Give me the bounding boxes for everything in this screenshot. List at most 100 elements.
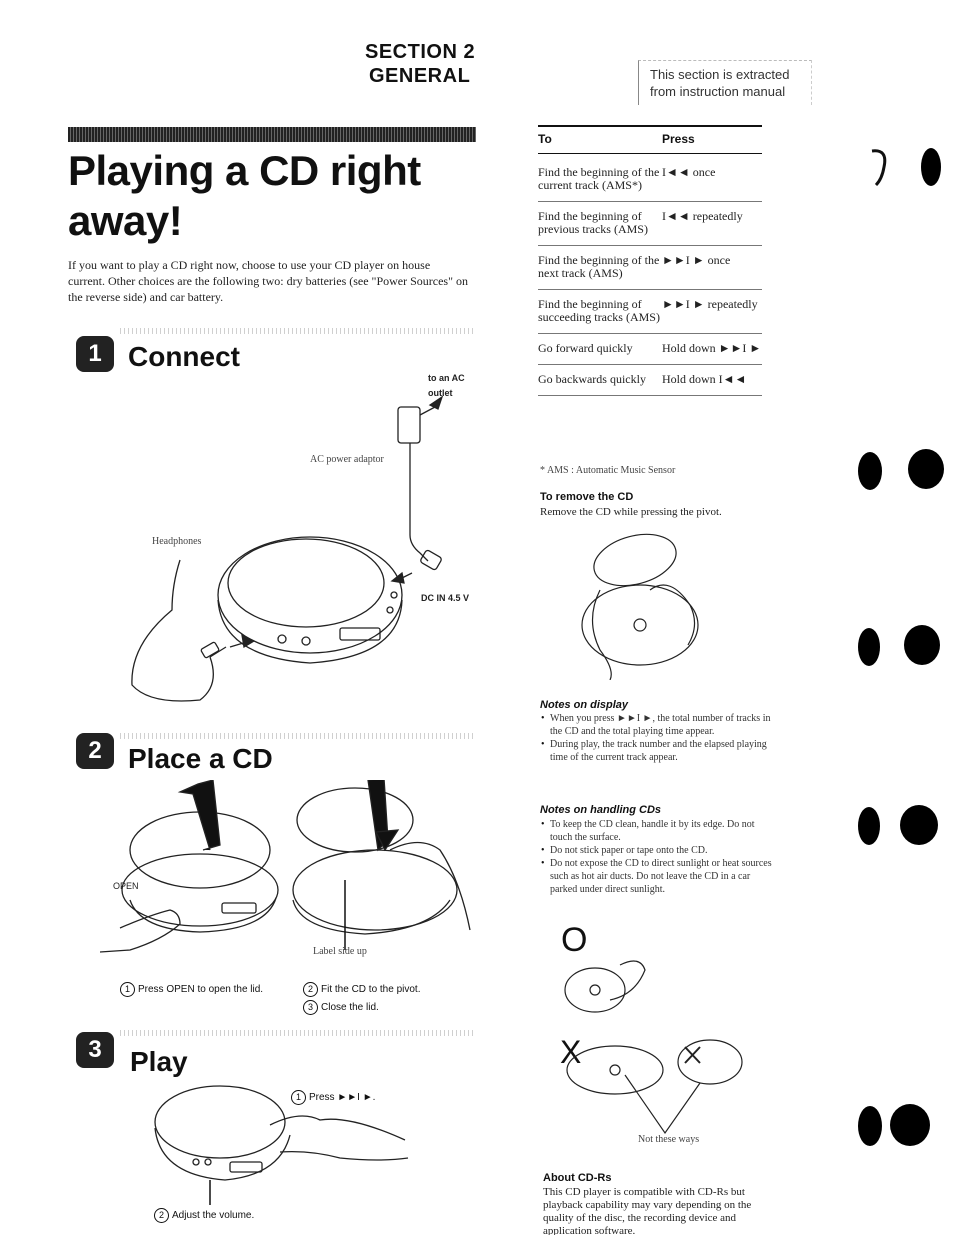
notes-handling-heading: Notes on handling CDs: [540, 804, 661, 816]
cd-player-icon: [217, 536, 403, 654]
notes-display-heading: Notes on display: [540, 699, 629, 711]
col-to-header: To: [538, 125, 662, 154]
step2-number-badge: 2: [76, 733, 114, 769]
table-row: Find the beginning of the next track (AM…: [538, 245, 762, 290]
table-cell-to: Find the beginning of the current track …: [538, 153, 662, 202]
table-cell-to: Find the beginning of the next track (AM…: [538, 245, 662, 290]
step1-number-badge: 1: [76, 336, 114, 372]
registration-mark-icon: [858, 1106, 882, 1146]
headphones-label: Headphones: [152, 536, 202, 547]
table-cell-press: Hold down ►►I ►: [662, 333, 762, 365]
col-press-header: Press: [662, 125, 762, 154]
incorrect-handling-illustration: [566, 1039, 743, 1135]
step3-title: Play: [130, 1046, 188, 1077]
caption-number-1: 1: [120, 982, 135, 997]
table-cell-press: Hold down I◄◄: [662, 364, 762, 396]
step1-divider: [120, 328, 476, 334]
cdr-heading: About CD-Rs: [543, 1172, 612, 1184]
open-lid-icon: [129, 811, 271, 889]
list-item: During play, the track number and the el…: [541, 738, 772, 764]
list-item: To keep the CD clean, handle it by its e…: [541, 818, 772, 844]
table-cell-to: Find the beginning of succeeding tracks …: [538, 289, 662, 334]
controls-table: To Press Find the beginning of the curre…: [538, 125, 762, 396]
place-step1-text: Press OPEN to open the lid.: [138, 984, 264, 995]
play-step1-text: Press ►►I ►.: [309, 1092, 376, 1103]
registration-arc-icon: [871, 149, 887, 187]
table-cell-to: Find the beginning of previous tracks (A…: [538, 201, 662, 246]
cdr-text: This CD player is compatible with CD-Rs …: [543, 1186, 752, 1235]
table-cell-press: I◄◄ repeatedly: [662, 201, 762, 246]
registration-mark-icon: [908, 449, 944, 489]
connect-illustration: [131, 395, 444, 702]
registration-mark-icon: [858, 452, 882, 490]
step1-title: Connect: [128, 341, 240, 372]
play-illustration: [154, 1085, 409, 1205]
list-item: Do not expose the CD to direct sunlight …: [541, 857, 772, 896]
registration-mark-icon: [890, 1104, 930, 1146]
not-these-ways-label: Not these ways: [638, 1134, 700, 1145]
ac-outlet-label-line2: outlet: [428, 388, 453, 398]
table-cell-to: Go backwards quickly: [538, 364, 662, 396]
table-cell-to: Go forward quickly: [538, 333, 662, 365]
caption-number-1b: 1: [291, 1090, 306, 1105]
intro-paragraph: If you want to play a CD right now, choo…: [68, 258, 469, 304]
correct-handling-illustration: [564, 960, 646, 1013]
notes-display-list: When you press ►►I ►, the total number o…: [540, 712, 772, 764]
ac-outlet-label: to an AC outlet: [428, 371, 465, 401]
list-item: Do not stick paper or tape onto the CD.: [541, 844, 772, 857]
ams-footnote: * AMS : Automatic Music Sensor: [540, 465, 676, 476]
page-title: Playing a CD right away!: [68, 147, 421, 244]
table-row: Find the beginning of previous tracks (A…: [538, 201, 762, 246]
registration-mark-icon: [900, 805, 938, 845]
registration-mark-icon: [858, 628, 880, 666]
table-cell-press: ►►I ► once: [662, 245, 762, 290]
caption-number-2: 2: [303, 982, 318, 997]
section-number: SECTION 2: [365, 41, 476, 63]
table-row: Find the beginning of the current track …: [538, 153, 762, 202]
cd-player-top-icon: [154, 1085, 286, 1159]
ac-adaptor-icon: [397, 406, 421, 444]
caption-number-3: 3: [303, 1000, 318, 1015]
extract-note: This section is extracted from instructi…: [650, 66, 789, 100]
list-item: When you press ►►I ►, the total number o…: [541, 712, 772, 738]
extract-note-frame: [638, 60, 812, 105]
place-step2-text: Fit the CD to the pivot.: [321, 984, 421, 995]
controls-table-header: To Press: [538, 125, 762, 154]
open-button-label: OPEN: [113, 881, 139, 891]
remove-cd-text: Remove the CD while pressing the pivot.: [540, 506, 722, 518]
registration-mark-icon: [858, 807, 880, 845]
bad-mark-icon: X: [560, 1034, 582, 1070]
cd-disc-icon: [292, 849, 458, 931]
caption-number-2b: 2: [154, 1208, 169, 1223]
table-row: Find the beginning of succeeding tracks …: [538, 289, 762, 334]
notes-handling-list: To keep the CD clean, handle it by its e…: [540, 818, 772, 896]
section-heading: SECTION 2 GENERAL: [365, 40, 475, 88]
registration-mark-icon: [921, 148, 941, 186]
table-cell-press: I◄◄ once: [662, 153, 762, 202]
good-mark-icon: O: [561, 921, 588, 959]
extract-note-line1: This section is extracted: [650, 67, 790, 82]
ac-adaptor-label: AC power adaptor: [310, 454, 384, 465]
dc-in-label: DC IN 4.5 V: [421, 593, 470, 603]
place-cd-illustration: [100, 780, 471, 953]
extract-note-line2: from instruction manual: [650, 84, 786, 99]
registration-mark-icon: [904, 625, 940, 665]
step3-divider: [120, 1030, 476, 1036]
remove-cd-illustration: [581, 533, 699, 680]
step2-divider: [120, 733, 476, 739]
section-subtitle: GENERAL: [369, 65, 471, 87]
remove-cd-heading: To remove the CD: [540, 491, 634, 503]
title-hatch-bar: [68, 127, 476, 142]
step3-number-badge: 3: [76, 1032, 114, 1068]
step2-title: Place a CD: [128, 743, 273, 774]
place-step3-text: Close the lid.: [321, 1002, 379, 1013]
play-step2-text: Adjust the volume.: [172, 1210, 255, 1221]
label-side-up-label: Label side up: [313, 946, 367, 957]
